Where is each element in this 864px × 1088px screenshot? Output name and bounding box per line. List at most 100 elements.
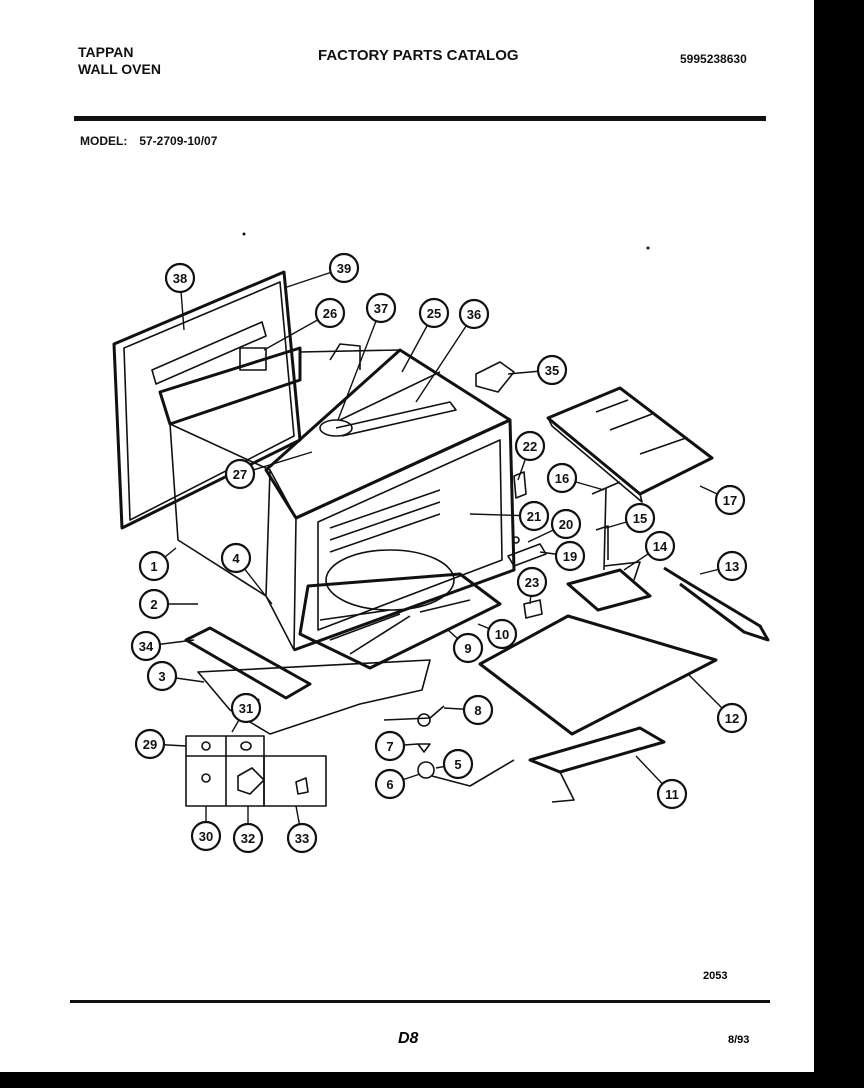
brand-block: TAPPAN WALL OVEN bbox=[78, 44, 161, 78]
stray-mark bbox=[646, 246, 650, 250]
light-assembly-part bbox=[383, 705, 515, 787]
callout-15: 15 bbox=[624, 502, 656, 534]
callout-number: 30 bbox=[199, 829, 213, 844]
catalog-title: FACTORY PARTS CATALOG bbox=[318, 47, 519, 64]
callout-number: 29 bbox=[143, 737, 157, 752]
callout-number: 31 bbox=[239, 701, 253, 716]
callout-20: 20 bbox=[550, 508, 582, 540]
callout-13: 13 bbox=[716, 550, 748, 582]
door-frame-part bbox=[112, 270, 302, 530]
callout-number: 38 bbox=[173, 271, 187, 286]
callout-9: 9 bbox=[452, 632, 484, 664]
oven-bottom-part bbox=[298, 549, 502, 670]
clip-part bbox=[523, 599, 543, 619]
callout-number: 15 bbox=[633, 511, 647, 526]
callout-number: 8 bbox=[474, 703, 481, 718]
callout-6: 6 bbox=[374, 768, 406, 800]
callout-number: 2 bbox=[150, 597, 157, 612]
page-code: D8 bbox=[398, 1030, 419, 1047]
callout-number: 20 bbox=[559, 517, 573, 532]
callout-30: 30 bbox=[190, 820, 222, 852]
callout-number: 23 bbox=[525, 575, 539, 590]
callout-number: 16 bbox=[555, 471, 569, 486]
bake-element-part bbox=[528, 726, 666, 803]
callout-number: 13 bbox=[725, 559, 739, 574]
small-parts-grid bbox=[185, 735, 327, 807]
callout-number: 39 bbox=[337, 261, 351, 276]
callout-5: 5 bbox=[442, 748, 474, 780]
callout-2: 2 bbox=[138, 588, 170, 620]
oven-cavity-part bbox=[158, 343, 516, 652]
stray-mark bbox=[242, 232, 246, 236]
callout-23: 23 bbox=[516, 566, 548, 598]
callout-number: 6 bbox=[386, 777, 393, 792]
brand-name: TAPPAN bbox=[78, 44, 134, 60]
switch-part bbox=[475, 361, 515, 393]
callout-number: 1 bbox=[150, 559, 157, 574]
callout-31: 31 bbox=[230, 692, 262, 724]
callout-16: 16 bbox=[546, 462, 578, 494]
parts-catalog-page: TAPPAN WALL OVEN FACTORY PARTS CATALOG 5… bbox=[0, 0, 814, 1072]
control-board-part bbox=[546, 386, 714, 503]
callout-number: 11 bbox=[665, 787, 679, 802]
callout-37: 37 bbox=[365, 292, 397, 324]
callout-number: 10 bbox=[495, 627, 509, 642]
callout-number: 9 bbox=[464, 641, 471, 656]
callout-19: 19 bbox=[554, 540, 586, 572]
callout-12: 12 bbox=[716, 702, 748, 734]
callout-number: 37 bbox=[374, 301, 388, 316]
product-type: WALL OVEN bbox=[78, 61, 161, 77]
floor-panel-part bbox=[478, 614, 718, 736]
callout-number: 4 bbox=[232, 551, 240, 566]
callout-36: 36 bbox=[458, 298, 490, 330]
screw-part bbox=[512, 536, 520, 544]
callout-22: 22 bbox=[514, 430, 546, 462]
callout-4: 4 bbox=[220, 542, 252, 574]
callout-32: 32 bbox=[232, 822, 264, 854]
drawing-code: 2053 bbox=[703, 970, 728, 982]
callout-7: 7 bbox=[374, 730, 406, 762]
callout-number: 14 bbox=[653, 539, 668, 554]
callout-8: 8 bbox=[462, 694, 494, 726]
bottom-panel-part bbox=[197, 659, 431, 735]
callout-29: 29 bbox=[134, 728, 166, 760]
sensor-bracket-part bbox=[566, 481, 652, 612]
callout-25: 25 bbox=[418, 297, 450, 329]
callout-number: 12 bbox=[725, 711, 739, 726]
callout-27: 27 bbox=[224, 458, 256, 490]
callout-number: 26 bbox=[323, 306, 337, 321]
callout-number: 21 bbox=[527, 509, 541, 524]
header-divider bbox=[74, 116, 766, 121]
wire-part bbox=[507, 543, 547, 567]
callout-number: 35 bbox=[545, 363, 559, 378]
callout-3: 3 bbox=[146, 660, 178, 692]
convection-fan-part bbox=[319, 371, 457, 437]
callout-1: 1 bbox=[138, 550, 170, 582]
callout-11: 11 bbox=[656, 778, 688, 810]
callout-leader bbox=[337, 307, 382, 421]
callout-number: 5 bbox=[454, 757, 461, 772]
callout-number: 36 bbox=[467, 307, 481, 322]
footer-divider bbox=[70, 1000, 770, 1003]
callout-10: 10 bbox=[486, 618, 518, 650]
model-number: 57-2709-10/07 bbox=[139, 134, 218, 148]
callout-number: 33 bbox=[295, 831, 309, 846]
callout-26: 26 bbox=[314, 297, 346, 329]
callout-number: 19 bbox=[563, 549, 577, 564]
front-trim-part bbox=[184, 626, 312, 700]
callout-number: 25 bbox=[427, 306, 441, 321]
callout-38: 38 bbox=[164, 262, 196, 294]
catalog-part-number: 5995238630 bbox=[680, 52, 747, 66]
callout-number: 34 bbox=[139, 639, 154, 654]
callout-34: 34 bbox=[130, 630, 162, 662]
callout-number: 17 bbox=[723, 493, 737, 508]
callout-number: 22 bbox=[523, 439, 537, 454]
callout-33: 33 bbox=[286, 822, 318, 854]
model-line: MODEL: 57-2709-10/07 bbox=[80, 134, 229, 148]
callout-leader bbox=[415, 313, 475, 403]
callout-35: 35 bbox=[536, 354, 568, 386]
model-label: MODEL: bbox=[80, 134, 128, 148]
callout-21: 21 bbox=[518, 500, 550, 532]
lead-wire-part bbox=[663, 566, 770, 642]
